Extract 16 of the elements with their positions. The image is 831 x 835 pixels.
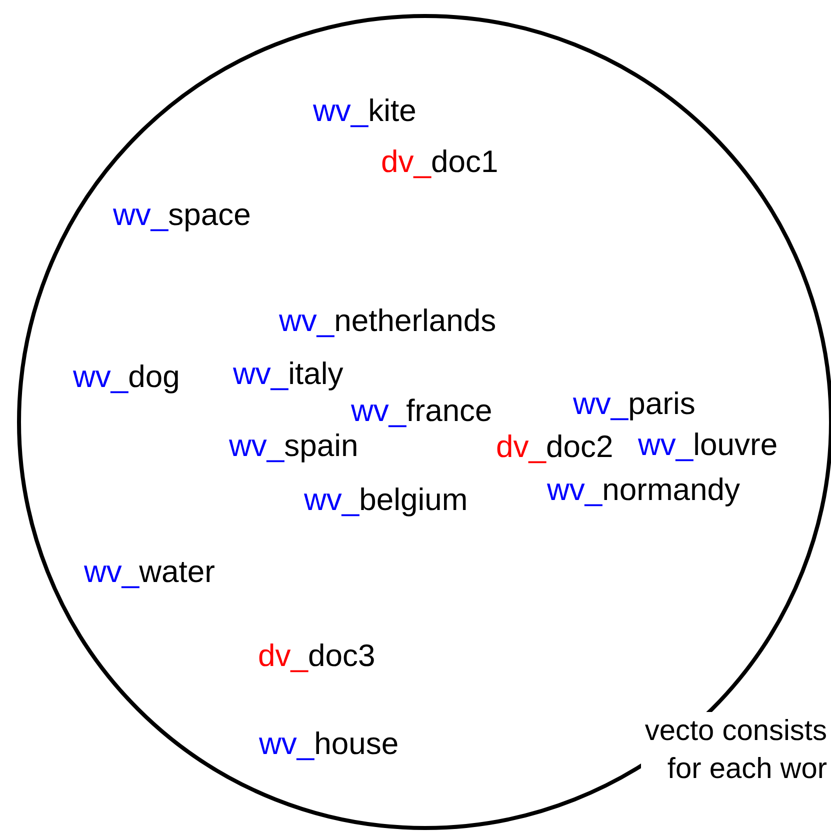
vector-label: wv_space bbox=[113, 197, 251, 233]
vector-label: wv_house bbox=[259, 726, 399, 762]
vector-label: wv_water bbox=[84, 554, 215, 590]
vector-label: wv_italy bbox=[233, 356, 344, 392]
vector-label: dv_doc1 bbox=[381, 144, 498, 180]
vector-label: wv_paris bbox=[573, 386, 696, 422]
vector-label: wv_belgium bbox=[304, 482, 468, 518]
vector-label: wv_netherlands bbox=[279, 303, 496, 339]
vector-label: wv_dog bbox=[73, 359, 180, 395]
vector-label: wv_normandy bbox=[547, 472, 740, 508]
vector-label: wv_louvre bbox=[638, 427, 778, 463]
vector-label: dv_doc2 bbox=[496, 429, 614, 465]
vector-label: wv_france bbox=[351, 393, 492, 429]
vector-label: dv_doc3 bbox=[258, 638, 376, 674]
vector-label: wv_kite bbox=[313, 93, 416, 129]
vector-label: wv_spain bbox=[229, 428, 358, 464]
